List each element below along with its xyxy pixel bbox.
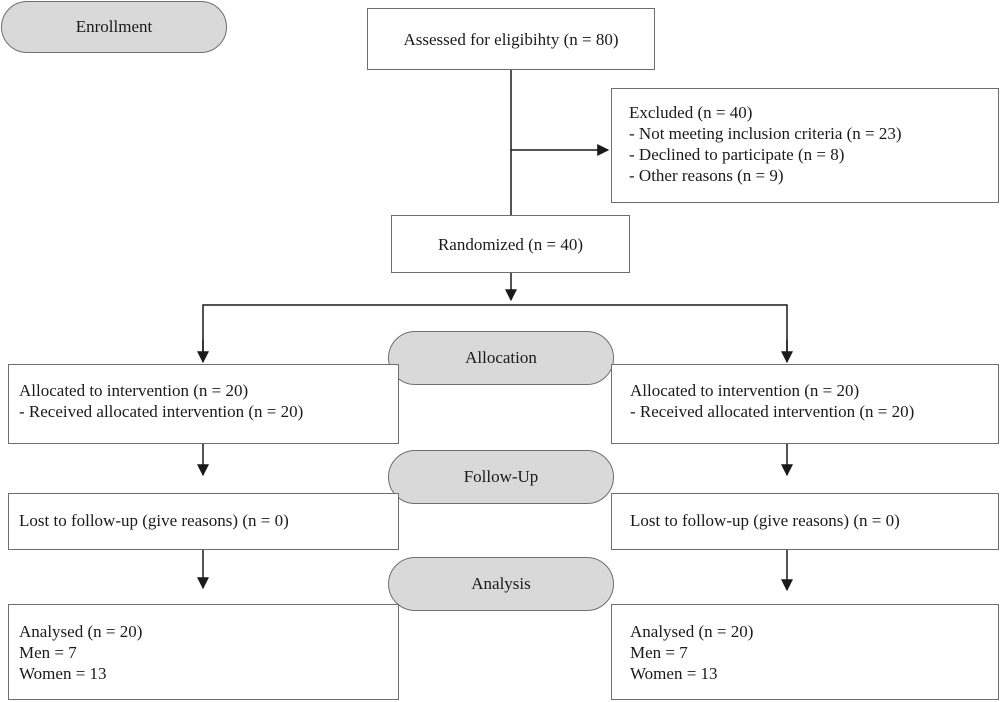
- left-analysed-box: Analysed (n = 20) Men = 7 Women = 13: [8, 604, 399, 700]
- excluded-title: Excluded (n = 40): [629, 103, 753, 122]
- left-allocated-text: Allocated to intervention (n = 20): [19, 381, 249, 400]
- left-men-text: Men = 7: [19, 643, 77, 662]
- excluded-reason-3: - Other reasons (n = 9): [629, 166, 784, 185]
- excluded-box: Excluded (n = 40) - Not meeting inclusio…: [611, 88, 999, 203]
- stage-analysis-label: Analysis: [471, 574, 531, 593]
- stage-allocation-label: Allocation: [465, 348, 537, 367]
- right-analysed-box: Analysed (n = 20) Men = 7 Women = 13: [611, 604, 999, 700]
- right-lost-text: Lost to follow-up (give reasons) (n = 0): [630, 511, 900, 530]
- stage-enrollment-label: Enrollment: [75, 17, 153, 36]
- left-women-text: Women = 13: [19, 664, 107, 683]
- right-allocated-box: Allocated to intervention (n = 20) - Rec…: [611, 364, 999, 444]
- randomized-text: Randomized (n = 40): [437, 234, 584, 254]
- stage-analysis: Analysis: [388, 557, 614, 611]
- assessed-text: Assessed for eligibihty (n = 80): [403, 29, 619, 49]
- left-allocated-box: Allocated to intervention (n = 20) - Rec…: [8, 364, 399, 444]
- left-received-text: - Received allocated intervention (n = 2…: [19, 402, 304, 421]
- randomized-box: Randomized (n = 40): [391, 215, 630, 273]
- excluded-reason-1: - Not meeting inclusion criteria (n = 23…: [629, 124, 902, 143]
- stage-enrollment: Enrollment: [1, 1, 227, 53]
- right-received-text: - Received allocated intervention (n = 2…: [630, 402, 915, 421]
- stage-follow-up-label: Follow-Up: [463, 467, 539, 486]
- right-analysed-text: Analysed (n = 20): [630, 622, 754, 641]
- excluded-reason-2: - Declined to participate (n = 8): [629, 145, 845, 164]
- right-allocated-text: Allocated to intervention (n = 20): [630, 381, 860, 400]
- stage-follow-up: Follow-Up: [388, 450, 614, 504]
- left-lost-text: Lost to follow-up (give reasons) (n = 0): [19, 511, 289, 530]
- right-lost-box: Lost to follow-up (give reasons) (n = 0): [611, 493, 999, 550]
- left-analysed-text: Analysed (n = 20): [19, 622, 143, 641]
- left-lost-box: Lost to follow-up (give reasons) (n = 0): [8, 493, 399, 550]
- stage-allocation: Allocation: [388, 331, 614, 385]
- right-men-text: Men = 7: [630, 643, 688, 662]
- right-women-text: Women = 13: [630, 664, 718, 683]
- assessed-box: Assessed for eligibihty (n = 80): [367, 8, 655, 70]
